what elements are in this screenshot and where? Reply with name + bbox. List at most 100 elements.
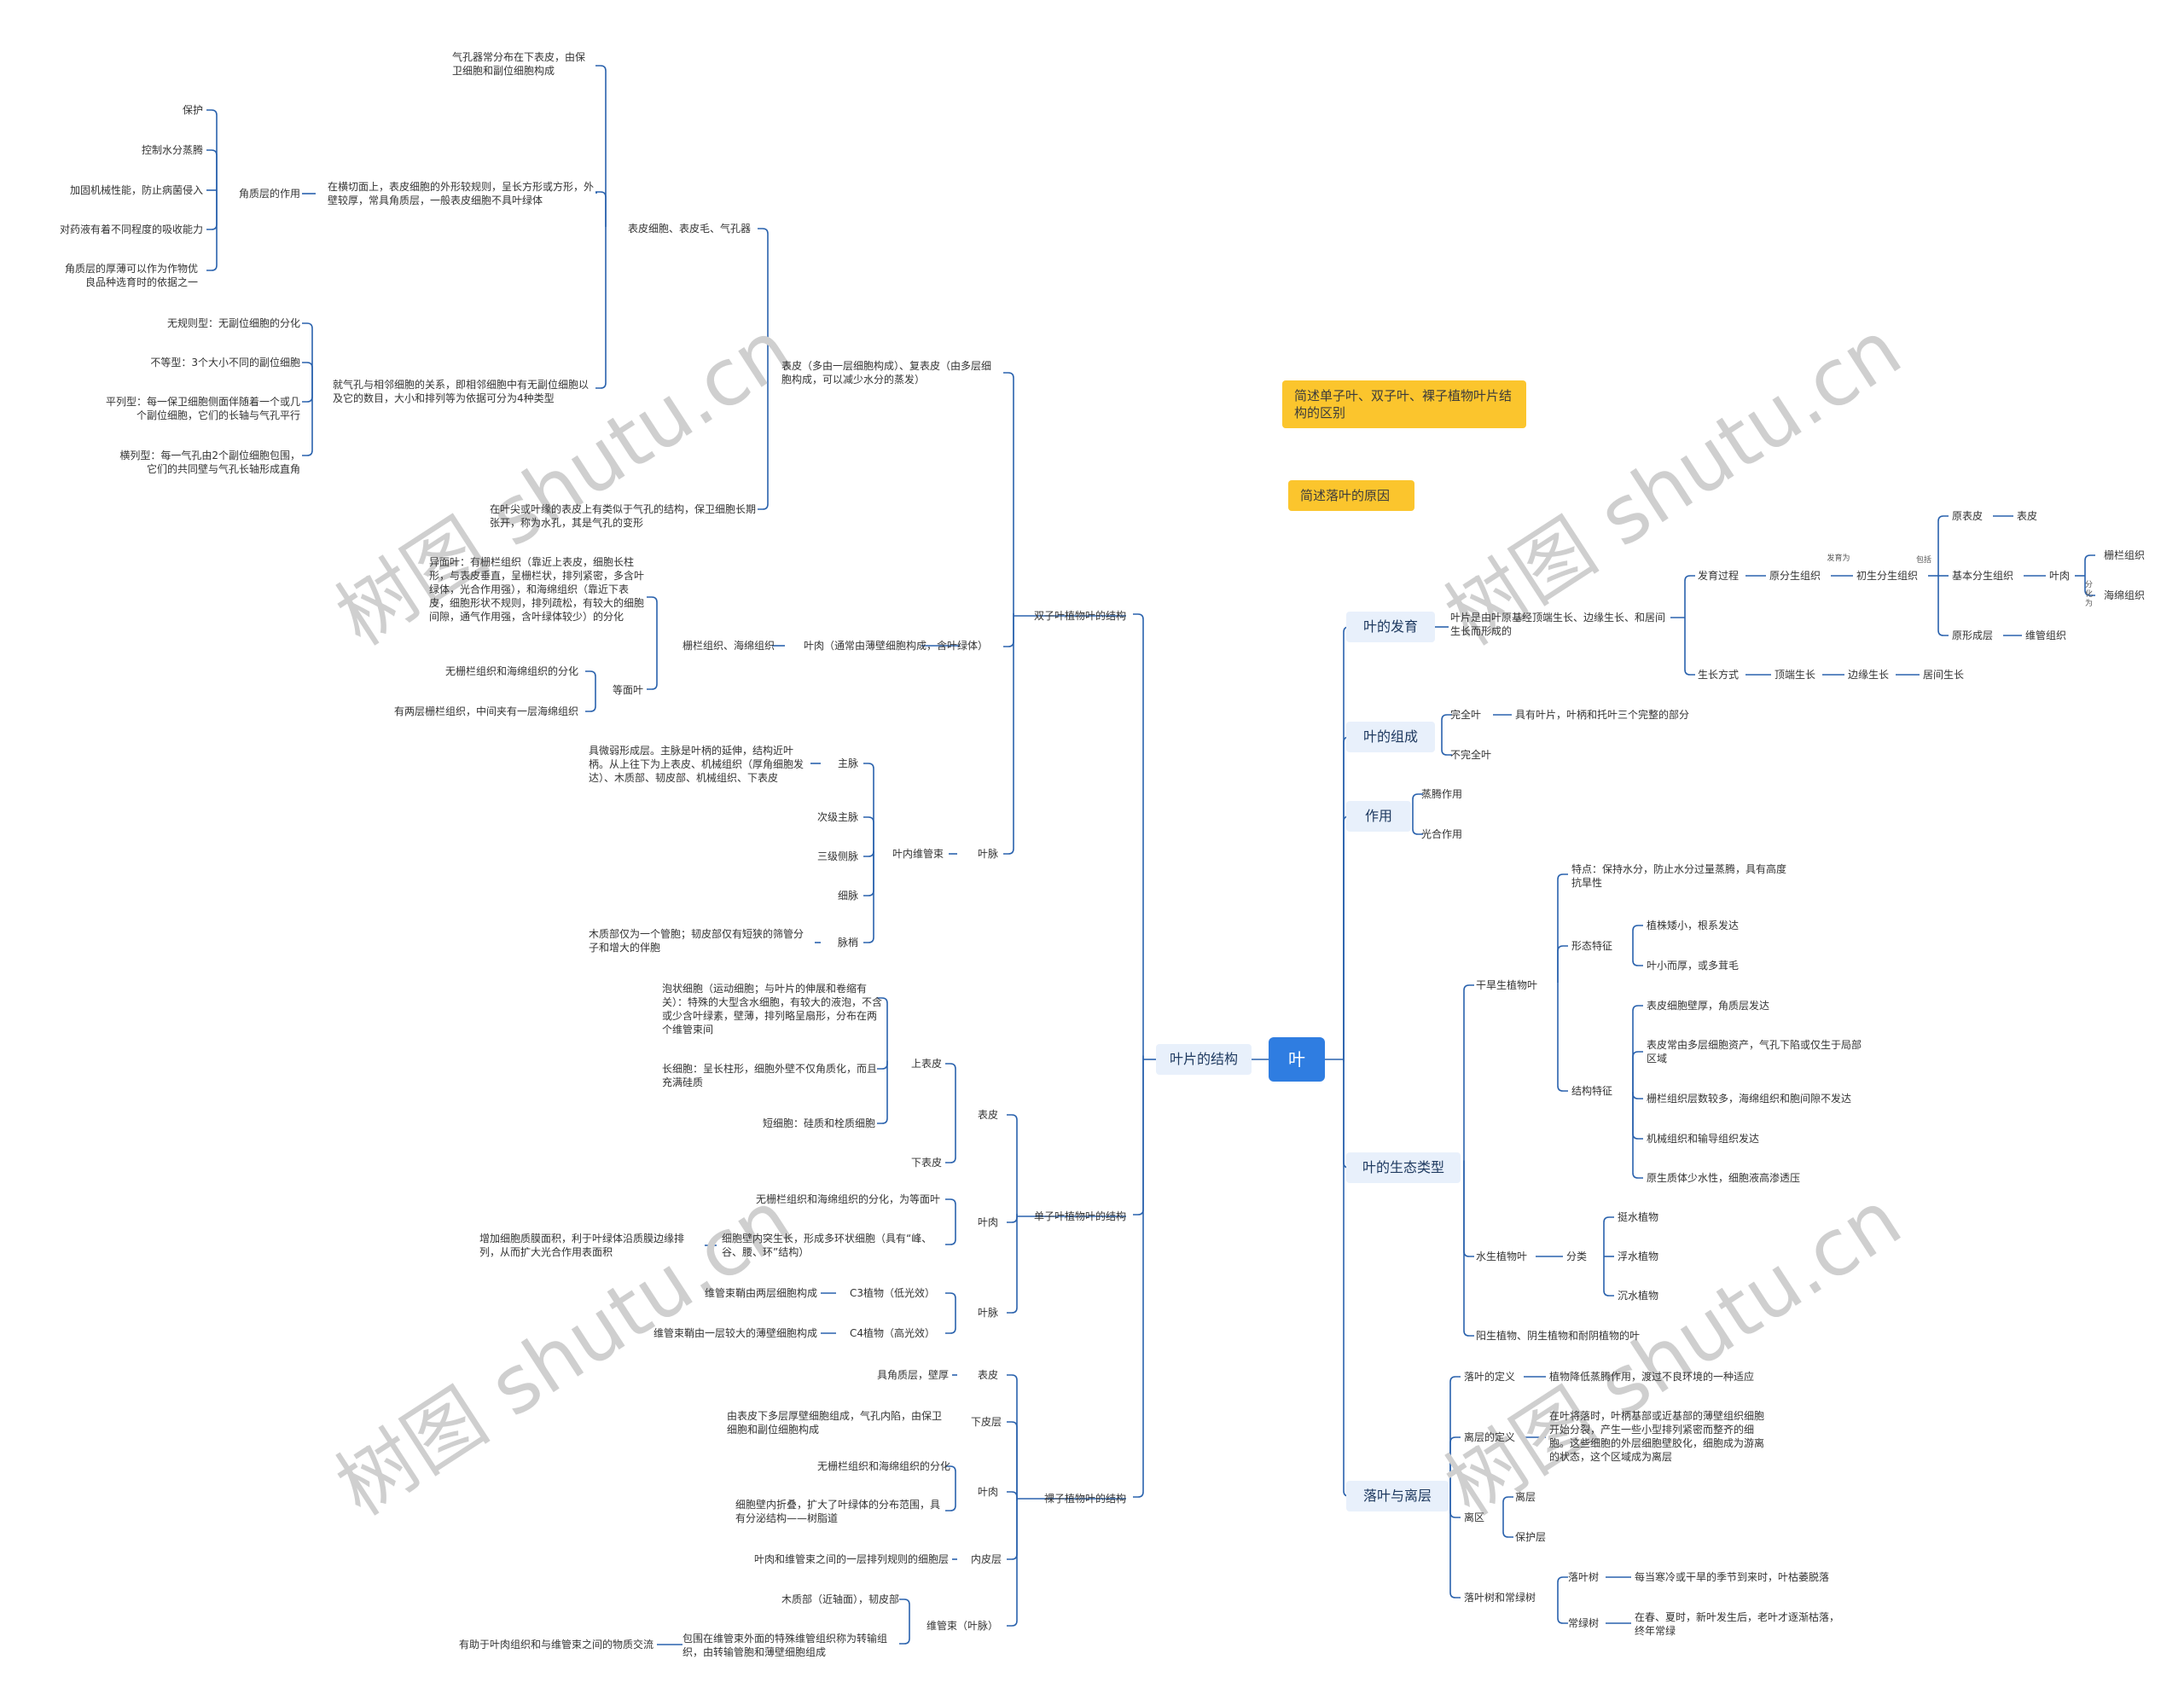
gymno-bundle-b2[interactable]: 有助于叶肉组织和与维管束之间的物质交流 (458, 1639, 653, 1651)
vascular-tissue[interactable]: 维管组织 (2025, 630, 2067, 641)
bulliform-cell[interactable]: 泡状细胞（运动细胞；与叶片的伸展和卷缩有关）：特殊的大型含水细胞，有较大的液泡，… (662, 983, 883, 1036)
structure-item[interactable]: 栅栏组织层数较多，海绵组织和胞间隙不发达 (1647, 1093, 1852, 1105)
ground-meristem[interactable]: 基本分生组织 (1952, 570, 2014, 582)
epidermis-cells[interactable]: 表皮细胞、表皮毛、气孔器 (627, 223, 751, 235)
photosynthesis[interactable]: 光合作用 (1421, 828, 1463, 840)
gymno-epidermis[interactable]: 表皮 (977, 1369, 998, 1381)
deciduous-desc[interactable]: 每当寒冷或干旱的季节到来时，叶枯萎脱落 (1635, 1571, 1830, 1583)
abscission-def[interactable]: 落叶的定义 (1464, 1371, 1516, 1383)
protoderm[interactable]: 原表皮 (1952, 510, 1984, 522)
apical-growth[interactable]: 顶端生长 (1774, 669, 1816, 681)
c3-plant[interactable]: C3植物（低光效） (849, 1287, 935, 1299)
gymno-bundle[interactable]: 维管束（叶脉） (926, 1620, 998, 1632)
gymno-meso-b[interactable]: 细胞壁内折叠，扩大了叶绿体的分布范围，具有分泌结构——树脂道 (735, 1499, 941, 1524)
gymno-label[interactable]: 裸子植物叶的结构 (1043, 1493, 1126, 1505)
dicot-label[interactable]: 双子叶植物叶的结构 (1033, 610, 1126, 622)
monocot-meso-iso[interactable]: 无栅栏组织和海绵组织的分化，为等面叶 (755, 1193, 940, 1205)
cuticle-item[interactable]: 角质层的厚薄可以作为作物优良品种选育时的依据之一 (64, 263, 198, 288)
evergreen-tree[interactable]: 常绿树 (1568, 1617, 1600, 1629)
gymno-hypodermis[interactable]: 下皮层 (970, 1416, 1002, 1428)
cross-section[interactable]: 在横切面上，表皮细胞的外形较规则，呈长方形或方形，外壁较厚，常具角质层，一般表皮… (328, 181, 595, 206)
epidermis[interactable]: 表皮 (2017, 510, 2038, 522)
isobilateral-leaf[interactable]: 等面叶 (612, 684, 643, 696)
gymno-endo-desc[interactable]: 叶肉和维管束之间的一层排列规则的细胞层 (753, 1553, 949, 1565)
palisade-spongy[interactable]: 栅栏组织、海绵组织 (682, 640, 775, 652)
cuticle-function[interactable]: 角质层的作用 (238, 188, 300, 200)
upper-epidermis[interactable]: 上表皮 (910, 1058, 942, 1070)
separation-layer[interactable]: 离层 (1515, 1491, 1536, 1503)
growth-mode[interactable]: 生长方式 (1698, 669, 1740, 681)
primary-meristem[interactable]: 初生分生组织 (1856, 570, 1919, 582)
stomata-type-item[interactable]: 不等型：3个大小不同的副位细胞 (150, 357, 300, 368)
intercalary-growth[interactable]: 居间生长 (1923, 669, 1965, 681)
monocot-meso-effect[interactable]: 增加细胞质膜面积，利于叶绿体沿质膜边缘排列，从而扩大光合作用表面积 (479, 1233, 685, 1258)
stomata-type-item[interactable]: 平列型：每一保卫细胞侧面伴随着一个或几个副位细胞，它们的长轴与气孔平行 (105, 396, 300, 421)
morphology-item[interactable]: 叶小而厚，或多茸毛 (1647, 960, 1740, 972)
dicot-mesophyll[interactable]: 叶肉（通常由薄壁细胞构成，含叶绿体） (804, 640, 989, 652)
evergreen-desc[interactable]: 在春、夏时，新叶发生后，老叶才逐渐枯落，终年常绿 (1635, 1611, 1840, 1637)
c4-plant[interactable]: C4植物（高光效） (849, 1327, 935, 1339)
gymno-bundle-a[interactable]: 木质部（近轴面），韧皮部 (781, 1593, 899, 1605)
note-question-2[interactable]: 简述落叶的原因 (1288, 480, 1414, 511)
gymno-hypo-desc[interactable]: 由表皮下多层厚壁细胞组成，气孔内陷，由保卫细胞和副位细胞构成 (727, 1410, 943, 1436)
secondary-vein[interactable]: 次级主脉 (816, 811, 858, 823)
c4-desc[interactable]: 维管束鞘由一层较大的薄壁细胞构成 (653, 1327, 817, 1339)
node-development[interactable]: 叶的发育 (1346, 612, 1435, 642)
note-question-1[interactable]: 简述单子叶、双子叶、裸子植物叶片结构的区别 (1282, 380, 1526, 428)
stomata-types[interactable]: 就气孔与相邻细胞的关系，即相邻细胞中有无副位细胞以及它的数目，大小和排列等为依据… (333, 379, 590, 404)
transpiration[interactable]: 蒸腾作用 (1421, 788, 1463, 800)
complete-leaf-desc[interactable]: 具有叶片，叶柄和托叶三个完整的部分 (1515, 709, 1690, 721)
abscission-zone[interactable]: 离区 (1464, 1511, 1485, 1523)
stomata-type-item[interactable]: 横列型：每一气孔由2个副位细胞包围，它们的共同壁与气孔长轴形成直角 (119, 450, 300, 475)
hydrophyte-item[interactable]: 挺水植物 (1618, 1211, 1659, 1223)
cuticle-item[interactable]: 加固机械性能，防止病菌侵入 (69, 184, 203, 196)
root-node[interactable]: 叶 (1269, 1037, 1325, 1082)
cuticle-item[interactable]: 保护 (182, 104, 203, 116)
incomplete-leaf[interactable]: 不完全叶 (1450, 749, 1492, 761)
vein-ending-desc[interactable]: 木质部仅为一个管胞；韧皮部仅有短狭的筛管分子和增大的伴胞 (589, 928, 804, 954)
main-vein-desc[interactable]: 具微弱形成层。主脉是叶柄的延伸，结构近叶柄。从上往下为上表皮、机械组织（厚角细胞… (589, 745, 804, 784)
complete-leaf[interactable]: 完全叶 (1450, 709, 1482, 721)
lower-epidermis[interactable]: 下表皮 (910, 1157, 942, 1169)
structure-item[interactable]: 表皮细胞壁厚，角质层发达 (1647, 1000, 1770, 1012)
c3-desc[interactable]: 维管束鞘由两层细胞构成 (704, 1287, 817, 1299)
marginal-growth[interactable]: 边缘生长 (1848, 669, 1890, 681)
hydrophyte-leaf[interactable]: 水生植物叶 (1476, 1250, 1528, 1262)
monocot-label[interactable]: 单子叶植物叶的结构 (1033, 1210, 1126, 1222)
gymno-epi-desc[interactable]: 具角质层，壁厚 (876, 1369, 949, 1381)
abscission-def-desc[interactable]: 植物降低蒸腾作用，渡过不良环境的一种适应 (1549, 1371, 1755, 1383)
hydathode[interactable]: 在叶尖或叶缘的表皮上有类似于气孔的结构，保卫细胞长期张开，称为水孔，其是气孔的变… (490, 503, 757, 529)
node-composition[interactable]: 叶的组成 (1346, 722, 1435, 752)
main-vein[interactable]: 主脉 (837, 757, 858, 769)
structure-item[interactable]: 原生质体少水性，细胞液高渗透压 (1647, 1172, 1801, 1184)
deciduous-tree[interactable]: 落叶树 (1568, 1571, 1600, 1583)
long-cell[interactable]: 长细胞：呈长柱形，细胞外壁不仅角质化，而且充满硅质 (662, 1063, 878, 1088)
sun-shade-leaves[interactable]: 阳生植物、阴生植物和耐阴植物的叶 (1476, 1330, 1641, 1342)
monocot-epidermis[interactable]: 表皮 (977, 1109, 998, 1121)
morphology-item[interactable]: 植株矮小，根系发达 (1647, 920, 1740, 931)
monocot-vein[interactable]: 叶脉 (977, 1307, 998, 1319)
iso-item[interactable]: 无栅栏组织和海绵组织的分化 (444, 665, 578, 677)
dicot-vein[interactable]: 叶脉 (977, 848, 998, 860)
node-function[interactable]: 作用 (1346, 801, 1411, 832)
node-abscission[interactable]: 落叶与离层 (1346, 1481, 1449, 1511)
layer-def-desc[interactable]: 在叶将落时，叶柄基部或近基部的薄壁组织细胞开始分裂，产生一些小型排列紧密而整齐的… (1549, 1410, 1765, 1463)
gymno-endodermis[interactable]: 内皮层 (970, 1553, 1002, 1565)
structure[interactable]: 结构特征 (1571, 1085, 1613, 1097)
development-desc[interactable]: 叶片是由叶原基经顶端生长、边缘生长、和居间生长而形成的 (1450, 612, 1666, 637)
hydrophyte-item[interactable]: 沉水植物 (1618, 1290, 1659, 1302)
dicot-epidermis[interactable]: 表皮（多由一层细胞构成）、复表皮（由多层细胞构成，可以减少水分的蒸发） (781, 360, 992, 386)
cuticle-item[interactable]: 控制水分蒸腾 (141, 144, 203, 156)
palisade-tissue[interactable]: 栅栏组织 (2104, 549, 2146, 561)
hydrophyte-item[interactable]: 浮水植物 (1618, 1250, 1659, 1262)
xerophyte-feature[interactable]: 特点：保持水分，防止水分过量蒸腾，具有高度抗旱性 (1571, 863, 1787, 889)
cuticle-item[interactable]: 对药液有着不同程度的吸收能力 (59, 223, 203, 235)
layer-def[interactable]: 离层的定义 (1464, 1431, 1516, 1443)
vascular-bundle[interactable]: 叶内维管束 (892, 848, 944, 860)
bifacial-leaf[interactable]: 异面叶：有栅栏组织（靠近上表皮，细胞长柱形，与表皮垂直，呈栅栏状，排列紧密，多含… (429, 556, 645, 623)
hydrophyte-classify[interactable]: 分类 (1566, 1250, 1588, 1262)
spongy-tissue[interactable]: 海绵组织 (2104, 589, 2146, 601)
veinlet[interactable]: 细脉 (837, 890, 858, 902)
structure-item[interactable]: 机械组织和输导组织发达 (1647, 1133, 1760, 1145)
gymno-bundle-b[interactable]: 包围在维管束外面的特殊维管组织称为转输组织，由转输管胞和薄壁细胞组成 (682, 1633, 888, 1658)
